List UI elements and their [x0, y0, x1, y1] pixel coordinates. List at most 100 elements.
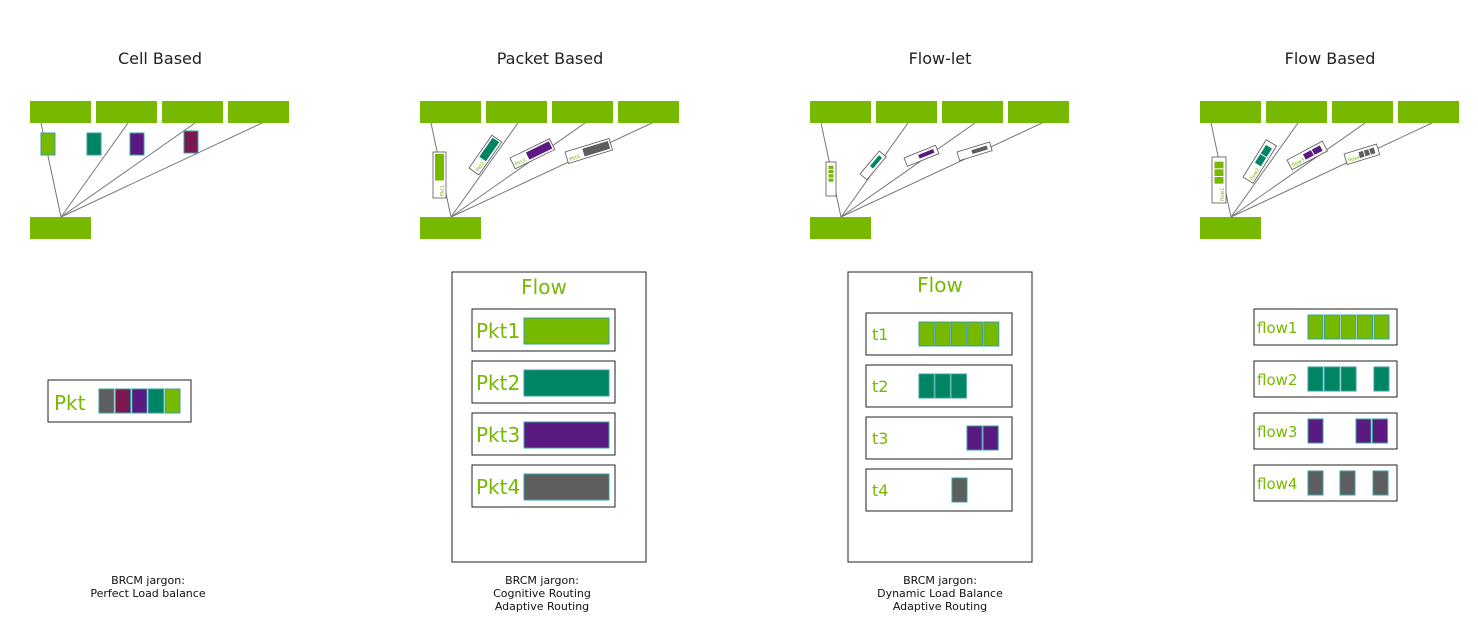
fan-link-line [1230, 122, 1366, 218]
packet-bar [523, 317, 610, 345]
section-title-packet-based: Packet Based [497, 49, 604, 68]
top-switch-bar [1200, 101, 1261, 123]
cell-pkt-label: Pkt [54, 391, 86, 415]
bottom-switch-bar [810, 217, 871, 239]
fan-link-line [60, 122, 196, 218]
top-switch-bar [1008, 101, 1069, 123]
top-switch-bar [1332, 101, 1393, 123]
flowlet-row: t1 [865, 312, 1013, 356]
flowlet-row-label: t3 [872, 429, 888, 448]
flowlet-cell [982, 425, 999, 451]
flow-cell [1339, 470, 1356, 496]
pkt-cell-purple [131, 388, 148, 414]
flow-row: flow3 [1253, 412, 1398, 450]
top-switch-bar [1398, 101, 1459, 123]
bottom-switch-bar [30, 217, 91, 239]
flow-cell [1355, 418, 1372, 444]
pkt-cell-maroon [115, 388, 131, 414]
note-line: BRCM jargon: [505, 574, 579, 587]
top-switch-bar [876, 101, 937, 123]
mini-packet: Pkt2 [468, 134, 503, 176]
flowlet-cell [951, 477, 968, 503]
mini-packet: Pkt4 [564, 138, 613, 164]
topology-section-1 [420, 101, 679, 239]
flowlet-cell [934, 373, 951, 399]
mini-packet: Pkt1 [432, 151, 447, 199]
note-line: Adaptive Routing [495, 600, 589, 613]
mini-flowlet [859, 150, 887, 181]
topology-section-3 [1200, 101, 1459, 239]
top-switch-bar [618, 101, 679, 123]
top-switch-bar [96, 101, 157, 123]
flow-cell [1307, 314, 1324, 340]
pkt-cell-teal [148, 388, 164, 414]
top-switch-bar [228, 101, 289, 123]
flow-cell [1373, 366, 1390, 392]
flowlet-cell [966, 425, 983, 451]
packet-row-label: Pkt4 [476, 475, 520, 499]
flow-row-label: flow3 [1257, 423, 1297, 441]
flow-cell [1357, 314, 1373, 340]
packet-flow-title: Flow [521, 275, 567, 299]
flow-cell [1340, 366, 1357, 392]
top-switch-bar [162, 101, 223, 123]
flow-cell [1372, 470, 1389, 496]
link-cell [86, 132, 102, 156]
section-title-cell-based: Cell Based [118, 49, 202, 68]
mini-flowlet [956, 141, 993, 162]
bottom-switch-bar [1200, 217, 1261, 239]
section-title-flow-based: Flow Based [1285, 49, 1376, 68]
flowlet-cell [918, 321, 935, 347]
flow-cell [1373, 314, 1390, 340]
flowlet-cell [983, 321, 1000, 347]
flowlet-cell [950, 373, 967, 399]
fan-link-line [840, 122, 1043, 218]
svg-text:Pkt2: Pkt2 [475, 161, 486, 174]
svg-text:flow4: flow4 [1347, 154, 1362, 164]
flow-row: flow2 [1253, 360, 1398, 398]
note-line: Cognitive Routing [493, 587, 591, 600]
top-switch-bar [942, 101, 1003, 123]
mini-flow: flow4 [1343, 143, 1381, 166]
flow-cell [1340, 314, 1357, 340]
svg-text:Pkt1: Pkt1 [440, 185, 446, 196]
fan-link-line [60, 122, 263, 218]
note-line: BRCM jargon: [903, 574, 977, 587]
pkt-cell-green [164, 388, 181, 414]
mini-flow: flow1 [1211, 156, 1227, 204]
packet-row: Pkt4 [471, 464, 616, 508]
flow-cell [1307, 470, 1324, 496]
top-switch-bar [1266, 101, 1327, 123]
flow-row-label: flow2 [1257, 371, 1297, 389]
flowlet-row: t4 [865, 468, 1013, 512]
packet-row: Pkt1 [471, 308, 616, 352]
flow-cell [1307, 366, 1324, 392]
svg-text:flow1: flow1 [1220, 188, 1226, 201]
link-cell [129, 132, 145, 156]
mini-packet: Pkt3 [509, 138, 556, 170]
flowlet-row-label: t2 [872, 377, 888, 396]
flowlet-flow-title: Flow [917, 273, 963, 297]
mini-flowlet [825, 161, 837, 197]
top-switch-bar [486, 101, 547, 123]
flowlet-cell [967, 321, 984, 347]
svg-text:Pkt3: Pkt3 [514, 158, 527, 168]
packet-row-label: Pkt1 [476, 319, 520, 343]
link-cell [183, 130, 199, 154]
svg-text:flow3: flow3 [1291, 157, 1306, 169]
fan-link-line [450, 122, 519, 218]
fan-link-line [450, 122, 586, 218]
flow-cell [1324, 366, 1340, 392]
flow-cell [1307, 418, 1324, 444]
packet-bar [523, 369, 610, 397]
flow-cell [1372, 418, 1388, 444]
link-cell [40, 132, 56, 156]
note-line: Perfect Load balance [90, 587, 205, 600]
topology-section-2 [810, 101, 1069, 239]
flow-row-label: flow1 [1257, 319, 1297, 337]
flow-cell [1324, 314, 1340, 340]
flowlet-row-label: t1 [872, 325, 888, 344]
bottom-switch-bar [420, 217, 481, 239]
flow-row-label: flow4 [1257, 475, 1297, 493]
